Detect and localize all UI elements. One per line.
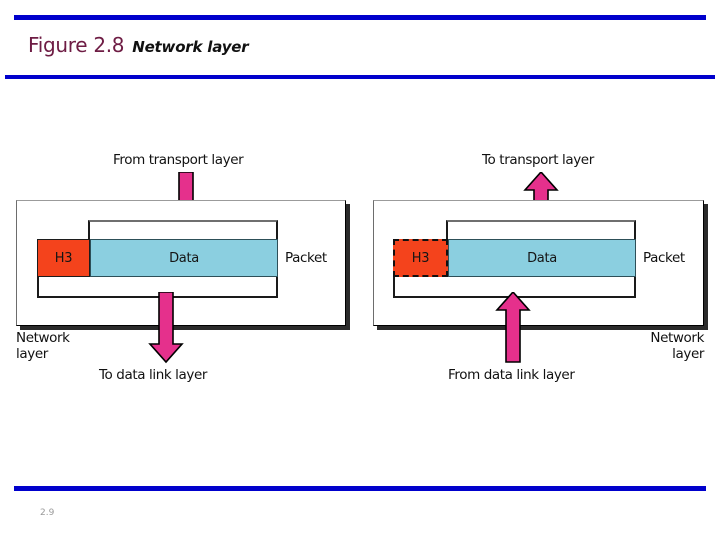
data-box-label: Data: [527, 250, 557, 266]
caption-from-transport-layer: From transport layer: [113, 152, 244, 168]
packet-label-receiver: Packet: [643, 250, 685, 266]
title-underline-rule: [5, 75, 715, 79]
page-number: 2.9: [40, 508, 55, 518]
arrow-up-from-data-link: [495, 292, 531, 364]
bracket-top-receiver: [446, 220, 636, 240]
data-box-label: Data: [169, 250, 199, 266]
network-layer-label-sender: Network layer: [16, 330, 70, 362]
data-box-sender: Data: [90, 239, 278, 277]
header-box-h3-receiver: H3: [393, 239, 448, 277]
bracket-top-sender: [88, 220, 278, 240]
top-accent-rule: [14, 15, 706, 20]
caption-from-data-link-layer: From data link layer: [448, 367, 575, 383]
caption-to-data-link-layer: To data link layer: [99, 367, 208, 383]
caption-to-transport-layer: To transport layer: [482, 152, 594, 168]
header-box-label: H3: [54, 250, 73, 266]
figure-number: Figure 2.8: [28, 33, 125, 57]
header-box-h3-sender: H3: [37, 239, 90, 277]
page-title: Figure 2.8 Network layer: [28, 33, 249, 57]
packet-label-sender: Packet: [285, 250, 327, 266]
network-layer-label-receiver: Network layer: [650, 330, 704, 362]
arrow-down-to-data-link: [148, 292, 184, 364]
figure-caption: Network layer: [132, 38, 249, 56]
bottom-accent-rule: [14, 486, 706, 491]
header-box-label: H3: [411, 250, 430, 266]
data-box-receiver: Data: [448, 239, 636, 277]
bracket-bottom-sender: [37, 276, 278, 298]
